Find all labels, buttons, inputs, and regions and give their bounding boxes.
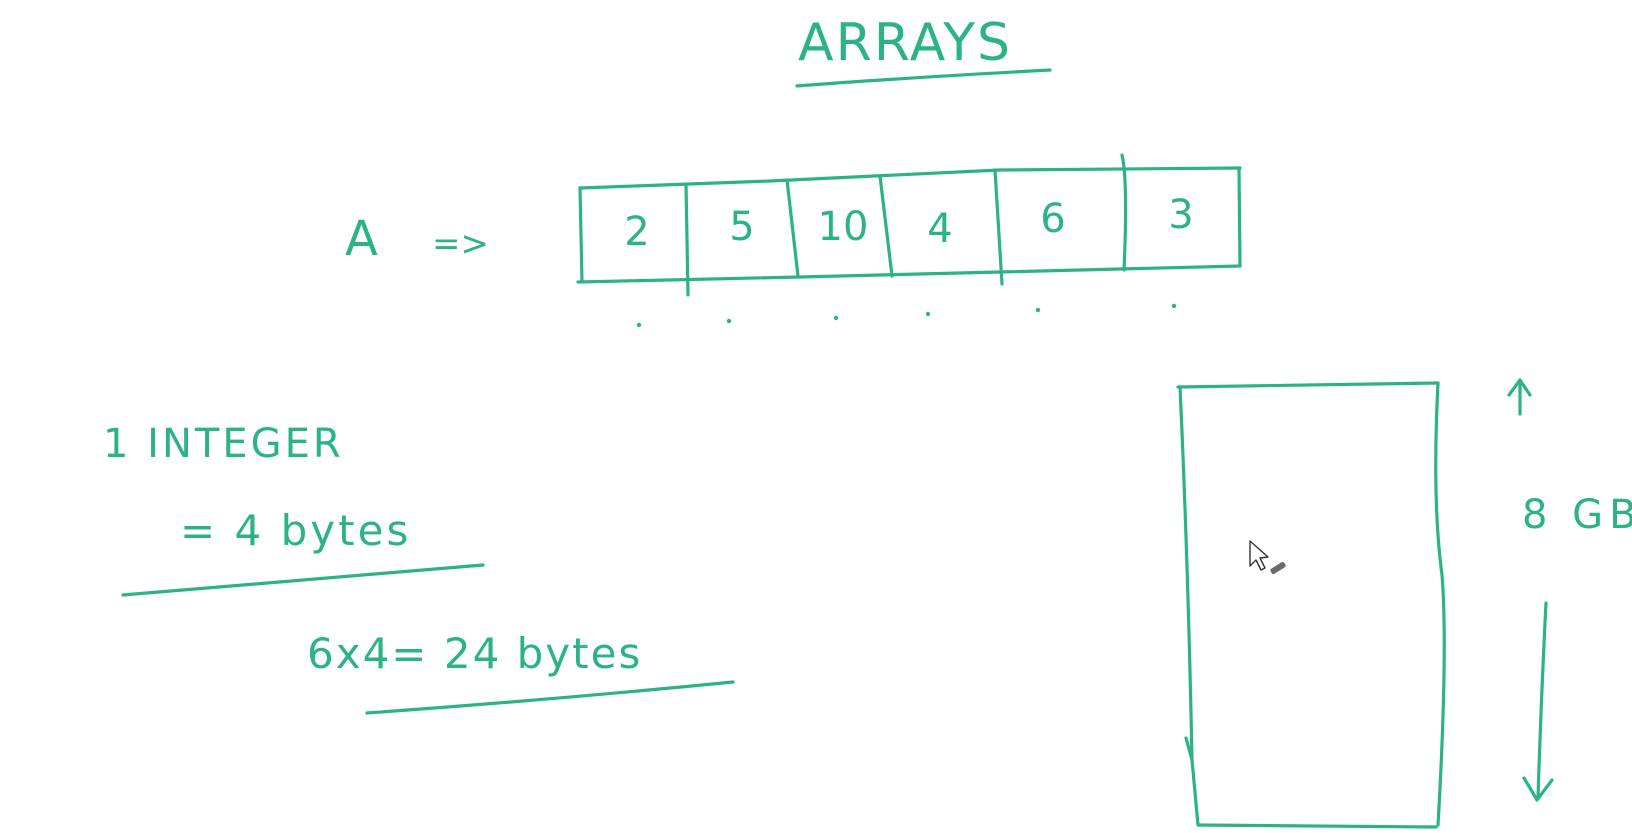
index-dot xyxy=(925,311,931,317)
index-dot xyxy=(833,315,839,321)
memory-top-border xyxy=(1176,381,1440,389)
memory-size-indicator: 8 GB xyxy=(1507,378,1632,802)
array-cell-value: 3 xyxy=(1168,192,1193,238)
array-left-border xyxy=(578,186,584,284)
array-name: A xyxy=(345,211,378,267)
index-markers xyxy=(636,303,1177,328)
array-divider xyxy=(878,174,894,278)
array-box xyxy=(576,153,1242,297)
down-arrow-icon xyxy=(1522,776,1554,802)
memory-size-label: 8 GB xyxy=(1522,492,1632,538)
array-cell-value: 2 xyxy=(624,209,649,255)
calculation-text: 6x4= 24 bytes xyxy=(307,629,642,678)
memory-left-border xyxy=(1178,385,1200,827)
memory-block xyxy=(1176,381,1446,829)
index-dot xyxy=(1171,303,1177,309)
memory-left-border-tick xyxy=(1184,736,1194,762)
memory-right-border xyxy=(1434,381,1446,827)
array-values: 2 5 10 4 6 3 xyxy=(624,192,1193,255)
array-divider xyxy=(993,168,1004,286)
mouse-pointer-icon xyxy=(1249,540,1286,575)
index-dot xyxy=(1035,307,1041,313)
array-right-border xyxy=(1237,166,1242,268)
note-underline xyxy=(121,563,485,597)
array-cell-value: 6 xyxy=(1040,196,1065,242)
calculation-underline xyxy=(365,680,735,715)
array-arrow: => xyxy=(432,224,489,264)
array-divider xyxy=(1120,153,1128,272)
title-underline xyxy=(795,68,1052,88)
array-top-border xyxy=(578,166,1242,190)
index-dot xyxy=(726,318,732,324)
cursor-arrow-icon xyxy=(1249,540,1269,571)
memory-bottom-border xyxy=(1196,823,1438,829)
eraser-icon xyxy=(1270,561,1286,575)
array-bottom-border xyxy=(576,264,1242,284)
up-arrow-icon xyxy=(1507,378,1532,397)
array-divider xyxy=(684,182,690,297)
array-cell-value: 10 xyxy=(818,204,869,250)
title-text: ARRAYS xyxy=(798,13,1012,73)
note-bytes: = 4 bytes xyxy=(180,506,411,555)
array-cell-value: 4 xyxy=(927,206,952,252)
index-dot xyxy=(636,322,642,328)
array-divider xyxy=(785,178,800,278)
note-integer: 1 INTEGER xyxy=(103,421,344,467)
array-cell-value: 5 xyxy=(729,204,754,250)
down-arrow-icon xyxy=(1536,601,1548,800)
